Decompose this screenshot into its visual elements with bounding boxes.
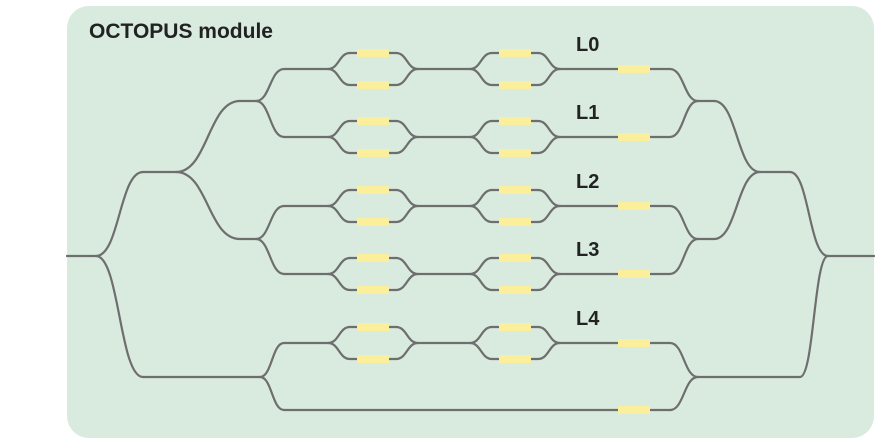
lane-3-output-heater	[618, 270, 650, 278]
waveguide-segment-27	[536, 51, 562, 71]
lane-4-mzi1-top-heater	[357, 323, 389, 331]
waveguide-segment-96	[668, 375, 700, 412]
waveguide-segment-35	[394, 119, 420, 139]
waveguide-segment-57	[536, 188, 562, 208]
waveguide-segment-11	[254, 237, 286, 276]
waveguide-segment-43	[536, 135, 562, 155]
lane-2-mzi2-bottom-heater	[499, 218, 531, 226]
waveguide-segment-38	[468, 119, 494, 139]
waveguide-segment-84	[468, 341, 494, 361]
waveguide-segment-73	[536, 272, 562, 292]
waveguide-segment-93	[668, 204, 700, 241]
lane-label-l0: L0	[576, 34, 600, 56]
waveguide-segment-88	[536, 341, 562, 361]
waveguide-segment-80	[394, 325, 420, 345]
waveguide-segment-2	[94, 254, 145, 379]
waveguide-segment-66	[394, 272, 420, 292]
lane-4-mzi1-bottom-heater	[357, 355, 389, 363]
lane-2-mzi1-top-heater	[357, 186, 389, 194]
waveguide-segment-53	[468, 188, 494, 208]
waveguide-segment-24	[468, 67, 494, 87]
waveguide-segment-4	[174, 99, 242, 174]
bottom-output-heater	[618, 406, 650, 414]
waveguide-segment-10	[254, 204, 286, 241]
waveguide-segment-58	[536, 204, 562, 224]
waveguide-segment-23	[468, 51, 494, 71]
module-title: OCTOPUS module	[89, 20, 273, 43]
waveguide-segment-81	[394, 341, 420, 361]
waveguide-segment-62	[326, 272, 352, 292]
lane-0-output-heater	[618, 65, 650, 73]
lane-1-mzi1-top-heater	[357, 117, 389, 125]
waveguide-segment-5	[174, 170, 242, 241]
waveguide-segment-13	[258, 341, 286, 379]
lane-4-output-heater	[618, 339, 650, 347]
waveguide-segment-17	[326, 67, 352, 87]
waveguide-segment-87	[536, 325, 562, 345]
lane-0-mzi1-bottom-heater	[357, 81, 389, 89]
waveguide-segment-36	[394, 135, 420, 155]
waveguide-segment-65	[394, 256, 420, 276]
lane-3-mzi2-bottom-heater	[499, 286, 531, 294]
waveguide-segment-1	[94, 170, 145, 258]
lane-1-output-heater	[618, 133, 650, 141]
lane-2-mzi1-bottom-heater	[357, 218, 389, 226]
lane-1-mzi2-bottom-heater	[499, 149, 531, 157]
waveguide-segment-61	[326, 256, 352, 276]
waveguide-segment-94	[668, 237, 700, 276]
waveguide-segment-39	[468, 135, 494, 155]
waveguide-segment-103	[788, 170, 830, 258]
waveguide-segment-104	[798, 254, 830, 379]
module-panel	[67, 6, 874, 438]
waveguide-segment-91	[668, 67, 700, 103]
waveguide-segment-69	[468, 272, 494, 292]
waveguide-segment-92	[668, 99, 700, 139]
lane-0-mzi1-top-heater	[357, 49, 389, 57]
waveguide-segment-83	[468, 325, 494, 345]
waveguide-segment-51	[394, 204, 420, 224]
waveguide-segment-95	[668, 341, 700, 379]
lane-label-l3: L3	[576, 239, 600, 261]
waveguide-segment-42	[536, 119, 562, 139]
lane-3-mzi2-top-heater	[499, 254, 531, 262]
waveguide-segment-54	[468, 204, 494, 224]
waveguide-segment-72	[536, 256, 562, 276]
lane-label-l1: L1	[576, 102, 600, 124]
waveguide-segment-20	[394, 51, 420, 71]
lane-4-mzi2-top-heater	[499, 323, 531, 331]
waveguide-segment-31	[326, 119, 352, 139]
waveguide-segment-16	[326, 51, 352, 71]
lane-1-mzi1-bottom-heater	[357, 149, 389, 157]
lane-2-output-heater	[618, 202, 650, 210]
lane-1-mzi2-top-heater	[499, 117, 531, 125]
waveguide-segment-76	[326, 325, 352, 345]
waveguide-segment-100	[712, 170, 762, 241]
waveguide-segment-50	[394, 188, 420, 208]
waveguide-segment-8	[254, 67, 286, 103]
waveguide-segment-68	[468, 256, 494, 276]
lane-0-mzi2-top-heater	[499, 49, 531, 57]
waveguide-segment-28	[536, 67, 562, 87]
waveguide-segment-14	[258, 375, 286, 412]
lane-4-mzi2-bottom-heater	[499, 355, 531, 363]
lane-3-mzi1-bottom-heater	[357, 286, 389, 294]
waveguide-segment-77	[326, 341, 352, 361]
waveguide-segment-21	[394, 67, 420, 87]
lane-label-l2: L2	[576, 171, 600, 193]
waveguide-segment-99	[712, 99, 762, 174]
waveguide-segment-9	[254, 99, 286, 139]
waveguide-segment-32	[326, 135, 352, 155]
waveguide-segment-47	[326, 204, 352, 224]
lane-3-mzi1-top-heater	[357, 254, 389, 262]
lane-label-l4: L4	[576, 308, 600, 330]
lane-0-mzi2-bottom-heater	[499, 81, 531, 89]
waveguide-segment-46	[326, 188, 352, 208]
lane-2-mzi2-top-heater	[499, 186, 531, 194]
